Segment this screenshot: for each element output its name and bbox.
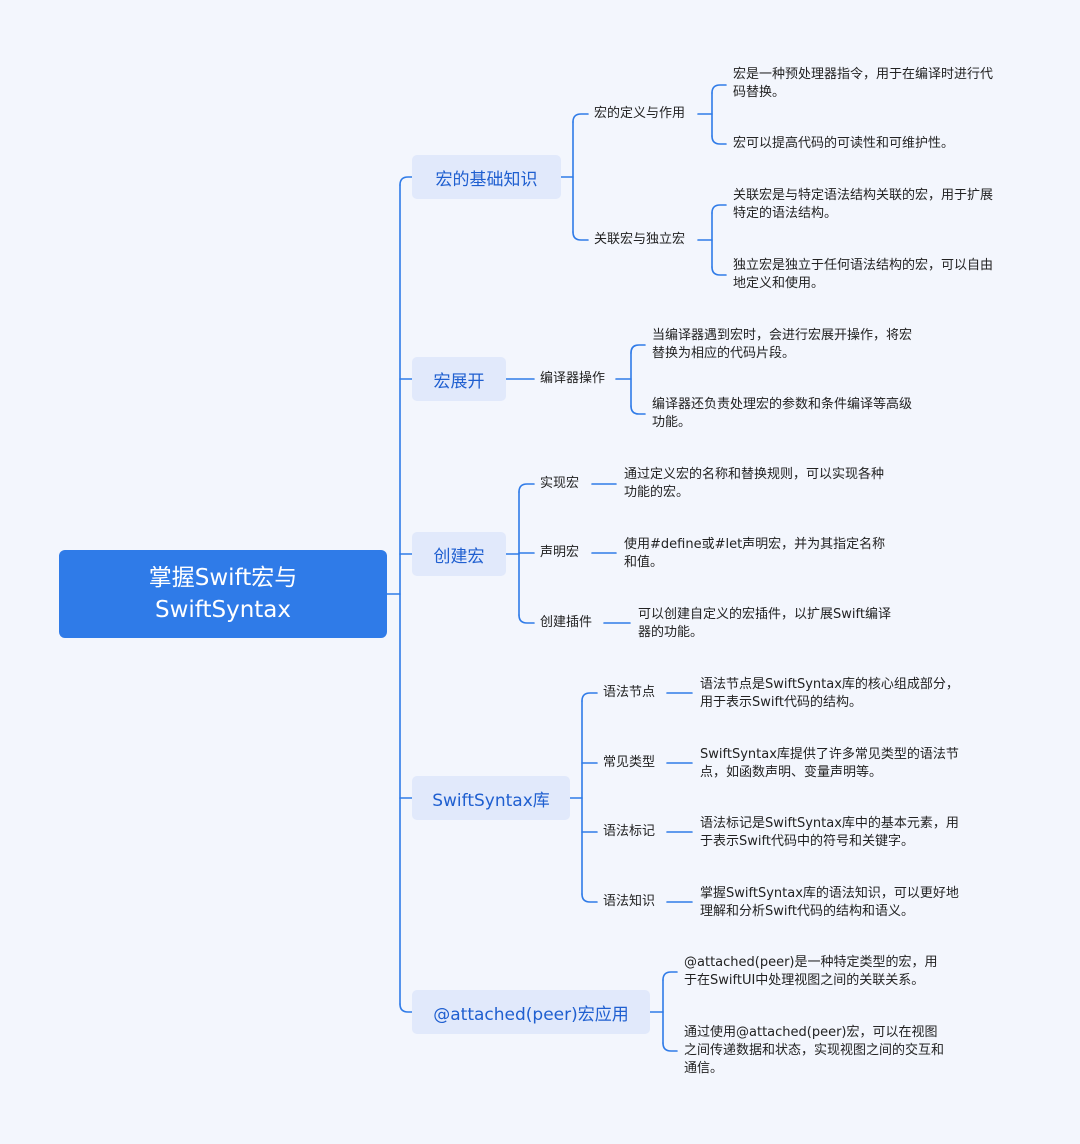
leaf-note: 通过定义宏的名称和替换规则，可以实现各种 功能的宏。	[624, 467, 885, 500]
subtopic-implement-macro[interactable]: 实现宏	[538, 475, 582, 493]
subtopic-syntax-node[interactable]: 语法节点	[601, 684, 658, 702]
branch-label: 宏的基础知识	[435, 169, 538, 190]
root-topic-label: 掌握Swift宏与 SwiftSyntax	[148, 565, 298, 623]
branch-sub-connector	[581, 893, 598, 903]
subtopic-label: 语法标记	[603, 824, 656, 839]
branch-leaf-connector	[662, 971, 678, 981]
subtopic-definition[interactable]: 宏的定义与作用	[592, 105, 688, 123]
subtopic-compiler-operation[interactable]: 编译器操作	[538, 370, 608, 388]
sub-leaf-connector	[711, 266, 727, 276]
leaf-note: 语法标记是SwiftSyntax库中的基本元素，用 于表示Swift代码中的符号…	[700, 816, 959, 849]
subtopic-label: 声明宏	[540, 545, 580, 560]
branch-sub-connector	[518, 483, 535, 493]
sub-leaf-connector	[630, 344, 646, 354]
branch-sub-connector	[518, 614, 535, 624]
leaf-note: 语法节点是SwiftSyntax库的核心组成部分， 用于表示Swift代码的结构…	[700, 677, 959, 710]
branch-label: SwiftSyntax库	[432, 790, 550, 811]
sub-leaf-connector	[711, 84, 727, 94]
root-branch-connector	[399, 1003, 413, 1013]
subtopic-label: 语法节点	[603, 685, 656, 700]
subtopic-label: 关联宏与独立宏	[594, 232, 686, 247]
subtopic-common-types[interactable]: 常见类型	[601, 754, 658, 772]
leaf-note: 掌握SwiftSyntax库的语法知识，可以更好地 理解和分析Swift代码的结…	[700, 886, 959, 919]
branch-leaf-connector	[662, 1042, 678, 1052]
subtopic-declare-macro[interactable]: 声明宏	[538, 544, 582, 562]
leaf-note: 使用#define或#let声明宏，并为其指定名称 和值。	[624, 537, 886, 570]
root-topic[interactable]: 掌握Swift宏与 SwiftSyntax	[59, 550, 387, 638]
subtopic-label: 实现宏	[540, 476, 580, 491]
root-branch-connector	[399, 176, 413, 186]
subtopic-syntax-knowledge[interactable]: 语法知识	[601, 893, 658, 911]
branch-sub-connector	[572, 113, 589, 123]
subtopic-label: 编译器操作	[540, 371, 606, 386]
subtopic-create-plugin[interactable]: 创建插件	[538, 614, 595, 632]
subtopic-label: 创建插件	[540, 615, 593, 630]
branch-label: 宏展开	[433, 371, 485, 392]
leaf-note: 宏是一种预处理器指令，用于在编译时进行代 码替换。	[733, 67, 994, 100]
leaf-note: 独立宏是独立于任何语法结构的宏，可以自由 地定义和使用。	[733, 258, 994, 291]
subtopic-label: 常见类型	[603, 755, 656, 770]
sub-leaf-connector	[711, 204, 727, 214]
branch-topic-swiftsyntax[interactable]: SwiftSyntax库	[412, 776, 570, 820]
subtopic-attached-vs-freestanding[interactable]: 关联宏与独立宏	[592, 231, 688, 249]
subtopic-label: 语法知识	[603, 894, 656, 909]
subtopic-syntax-token[interactable]: 语法标记	[601, 823, 658, 841]
subtopic-label: 宏的定义与作用	[594, 106, 686, 121]
leaf-note: 宏可以提高代码的可读性和可维护性。	[733, 136, 955, 151]
branch-sub-connector	[581, 692, 598, 702]
branch-label: 创建宏	[433, 546, 485, 567]
branch-label: @attached(peer)宏应用	[433, 1004, 629, 1025]
branch-topic-attached-peer[interactable]: @attached(peer)宏应用	[412, 990, 650, 1034]
branch-topic-basics[interactable]: 宏的基础知识	[412, 155, 561, 199]
branch-topic-expansion[interactable]: 宏展开	[412, 357, 506, 401]
leaf-note: 编译器还负责处理宏的参数和条件编译等高级 功能。	[652, 397, 913, 430]
branch-sub-connector	[572, 231, 589, 241]
leaf-note: SwiftSyntax库提供了许多常见类型的语法节 点，如函数声明、变量声明等。	[700, 747, 959, 780]
leaf-note: @attached(peer)是一种特定类型的宏，用 于在SwiftUI中处理视…	[684, 955, 938, 988]
leaf-note: 当编译器遇到宏时，会进行宏展开操作，将宏 替换为相应的代码片段。	[652, 328, 913, 361]
leaf-note: 通过使用@attached(peer)宏，可以在视图 之间传递数据和状态，实现视…	[684, 1025, 945, 1076]
sub-leaf-connector	[630, 405, 646, 415]
branch-topic-create-macro[interactable]: 创建宏	[412, 532, 506, 576]
leaf-note: 可以创建自定义的宏插件，以扩展Swift编译 器的功能。	[638, 607, 891, 640]
sub-leaf-connector	[711, 135, 727, 145]
leaf-note: 关联宏是与特定语法结构关联的宏，用于扩展 特定的语法结构。	[733, 188, 994, 221]
